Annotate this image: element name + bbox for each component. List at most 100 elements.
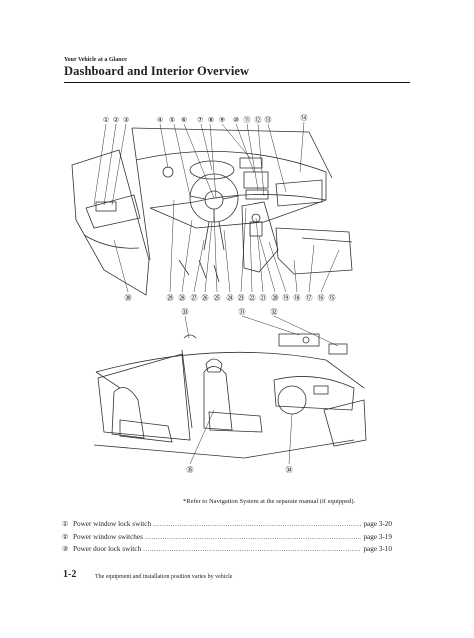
callout-leaders-bottom [113, 199, 340, 293]
callout-25: ㉕ [214, 294, 221, 302]
navigation-note: *Refer to Navigation System at the separ… [183, 498, 356, 505]
door-panel [71, 149, 150, 296]
legend-number: ① [62, 520, 69, 528]
roof-handle [183, 334, 197, 339]
callout-33: ㉝ [182, 308, 189, 316]
rear-seat-cushion [119, 419, 173, 443]
rear-door [97, 353, 191, 441]
callout-17: ⑰ [306, 294, 313, 302]
callout-leaders-top [93, 121, 305, 206]
callout-9: ⑨ [219, 116, 225, 124]
title-divider [64, 82, 410, 83]
callout-27: ㉗ [191, 294, 198, 302]
callout-24: ㉔ [227, 294, 234, 302]
a-pillar [131, 127, 151, 261]
callout-20: ⑳ [272, 294, 279, 302]
callout-legend: ① Power window lock switch .............… [62, 518, 392, 556]
legend-number: ② [62, 532, 69, 541]
headrest [205, 358, 223, 373]
callout-23: ㉓ [238, 294, 245, 302]
leader-dots: ........................................… [144, 532, 362, 541]
front-door-interior [323, 399, 367, 447]
callout-5: ⑤ [169, 116, 175, 124]
dashboard-top [135, 151, 327, 209]
callout-14: ⑭ [301, 114, 308, 122]
shift-knob [251, 213, 261, 223]
door-pocket [83, 234, 140, 249]
steering-column [203, 221, 225, 251]
section-label: Your Vehicle at a Glance [64, 57, 127, 63]
rear-window [95, 371, 121, 389]
callout-30: ㉚ [125, 294, 132, 302]
interior-steering-wheel [277, 385, 307, 415]
callout-21: ㉑ [260, 294, 267, 302]
callout-4: ④ [157, 116, 163, 124]
legend-page-ref: page 3-19 [363, 532, 392, 541]
legend-label: Power door lock switch [73, 545, 142, 553]
interior-display [313, 385, 329, 395]
rear-seat [111, 387, 145, 439]
callout-28: ㉘ [179, 294, 186, 302]
legend-row: ② Power window switches ................… [62, 531, 392, 544]
steering-hub [204, 190, 224, 210]
instrument-cluster [189, 160, 235, 180]
callout-11: ⑪ [244, 116, 251, 124]
roof-line [95, 351, 365, 389]
leader-dots: ........................................… [153, 520, 362, 528]
front-seat-cushion [208, 411, 263, 433]
shift-lever-base [249, 221, 263, 237]
b-pillar [181, 349, 193, 429]
callout-labels: ① ② ③ ④ ⑤ ⑥ ⑦ ⑧ ⑨ ⑩ ⑪ ⑫ ⑬ ⑭ ㉚ ㉙ ㉘ ㉗ ㉖ ㉕ … [103, 114, 336, 474]
climate-controls [245, 189, 269, 200]
callout-13: ⑬ [265, 116, 272, 124]
center-display [239, 157, 263, 169]
callout-6: ⑥ [181, 116, 187, 124]
page-number: 1-2 [63, 569, 77, 580]
callout-2: ② [113, 116, 119, 124]
legend-page-ref: page 3-10 [363, 545, 392, 553]
legend-page-ref: page 3-20 [363, 520, 392, 528]
front-seat [203, 366, 233, 431]
page-title: Dashboard and Interior Overview [64, 64, 250, 78]
windshield-frame [131, 127, 333, 179]
callout-19: ⑲ [283, 294, 290, 302]
footer-note: The equipment and installation position … [95, 574, 233, 580]
legend-label: Power window switches [73, 532, 143, 541]
overhead-light [328, 343, 348, 355]
audio-unit [243, 171, 269, 189]
legend-row: ① Power window lock switch .............… [62, 518, 392, 531]
callout-22: ㉒ [249, 294, 256, 302]
callout-16: ⑯ [318, 294, 325, 302]
legend-label: Power window lock switch [73, 520, 152, 528]
leader-dots: ........................................… [143, 545, 362, 553]
legend-row: ③ Power door lock switch ...............… [62, 543, 392, 556]
dome-light [302, 336, 310, 344]
callout-18: ⑱ [294, 294, 301, 302]
callout-8: ⑧ [208, 116, 214, 124]
center-console [241, 201, 279, 273]
callout-1: ① [103, 116, 109, 124]
callout-7: ⑦ [197, 116, 203, 124]
callout-34: ㉞ [286, 466, 293, 474]
legend-number: ③ [62, 545, 69, 553]
callout-10: ⑩ [233, 116, 239, 124]
callout-12: ⑫ [255, 116, 262, 124]
window-switch-panel [95, 201, 117, 212]
lid-line [301, 237, 353, 243]
interior-leaders [184, 315, 339, 465]
door-armrest [85, 194, 141, 229]
body-sill [93, 439, 355, 459]
callout-15: ⑮ [329, 294, 336, 302]
steering-spokes [189, 195, 239, 222]
callout-3: ③ [123, 116, 129, 124]
callout-26: ㉖ [202, 294, 209, 302]
console-box [275, 227, 353, 275]
glove-box [275, 179, 323, 207]
callout-35: ㉟ [187, 466, 194, 474]
sunvisor [278, 333, 320, 347]
callout-32: ㉜ [271, 308, 278, 316]
callout-29: ㉙ [167, 294, 174, 302]
dashboard-interior-illustration: ① ② ③ ④ ⑤ ⑥ ⑦ ⑧ ⑨ ⑩ ⑪ ⑫ ⑬ ⑭ ㉚ ㉙ ㉘ ㉗ ㉖ ㉕ … [71, 114, 367, 474]
left-vent [162, 166, 174, 178]
callout-31: ㉛ [239, 308, 246, 316]
